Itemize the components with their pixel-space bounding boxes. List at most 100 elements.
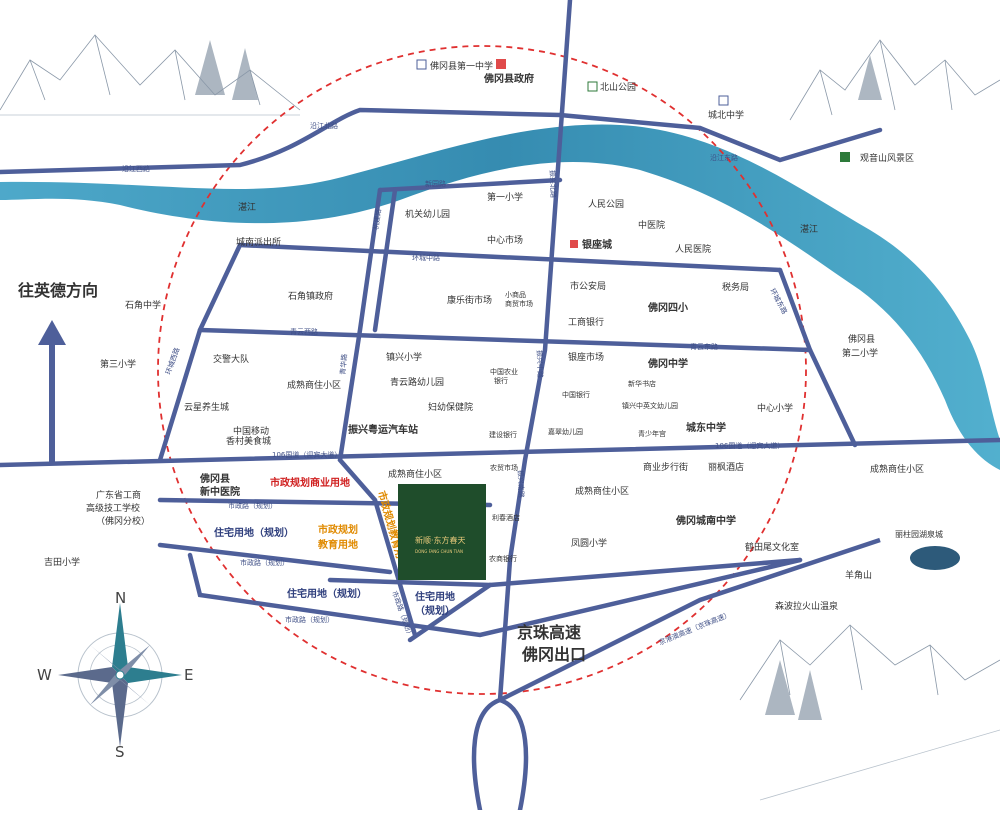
project-site[interactable] <box>398 484 486 580</box>
poi-bus-station: 振兴粤运汽车站 <box>348 423 418 436</box>
poi-senbo: 森波拉火山温泉 <box>775 600 838 612</box>
poi-qingyun-kg: 青云路幼儿园 <box>390 376 444 388</box>
road-label-yanjiang-bei: 沿江北路 <box>310 121 338 130</box>
poi-shijiao-gov: 石角镇政府 <box>288 290 333 302</box>
poi-fengyuan: 凤圆小学 <box>571 537 607 549</box>
tree-icon <box>840 152 850 162</box>
poi-school1: 佛冈县第一中学 <box>430 60 493 72</box>
poi-xiaoshangpin2: 商贸市场 <box>505 299 533 308</box>
poi-chengshu-xq: 成熟商住小区 <box>287 379 341 391</box>
expressway-exit-line2: 佛冈出口 <box>521 645 586 664</box>
lake-icon <box>910 546 960 570</box>
road-label-shizheng-2: 市政路（规划） <box>240 558 289 567</box>
expressway <box>498 537 881 703</box>
road-label-yanjiang-xi: 沿江西路 <box>122 164 150 173</box>
poi-fogang-xinzhong2: 新中医院 <box>200 485 240 498</box>
poi-fogang-chengnan: 佛冈城南中学 <box>675 514 736 527</box>
plan-residential-1: 住宅用地（规划） <box>214 526 294 539</box>
road-label-g106-right: 106国道（迎宾大道） <box>715 441 784 450</box>
poi-fogang-xinzhong: 佛冈县 <box>199 472 230 485</box>
radius-circle <box>157 45 807 695</box>
poi-youth-palace: 青少年宫 <box>638 429 666 438</box>
poi-city-police: 市公安局 <box>570 280 606 292</box>
road-label-qingyun-xi: 青云西路 <box>290 327 318 336</box>
plan-residential-3b: （规划） <box>415 604 455 617</box>
plan-residential-3a: 住宅用地 <box>415 590 455 603</box>
poi-abc2: 银行 <box>494 376 508 385</box>
river-label-right: 湛江 <box>800 224 818 235</box>
compass-n: N <box>115 589 126 607</box>
poi-school-first-primary: 第一小学 <box>487 191 523 203</box>
poi-yangjiao: 羊角山 <box>845 569 872 581</box>
poi-fogang4: 佛冈四小 <box>647 301 688 314</box>
poi-traffic: 交警大队 <box>213 353 249 365</box>
poi-chengshu-xq4: 成熟商住小区 <box>575 485 629 497</box>
mountain-illustration-top-left <box>0 34 301 116</box>
poi-no3-primary: 第三小学 <box>100 358 136 370</box>
poi-yinzuo: 银座城 <box>582 238 612 251</box>
poi-fogang-second: 佛冈县 <box>848 333 875 345</box>
poi-center-primary: 中心小学 <box>757 402 793 414</box>
direction-arrow-icon <box>38 320 66 462</box>
project-subtitle: DONG FANG CHUN TIAN <box>415 549 463 554</box>
tree-illustration-top-right <box>858 55 882 100</box>
poi-gdjx3: （佛冈分校） <box>96 515 150 527</box>
poi-tcm: 中医院 <box>638 219 665 231</box>
poi-people-park: 人民公园 <box>588 199 624 210</box>
poi-gdjx2: 高级技工学校 <box>86 502 140 514</box>
poi-zhenxing-primary: 镇兴小学 <box>386 351 422 363</box>
poi-jiguan-kg: 机关幼儿园 <box>405 208 450 220</box>
poi-lifeng: 丽枫酒店 <box>708 461 744 473</box>
school-icon <box>718 95 729 106</box>
school-icon <box>416 59 427 70</box>
river <box>0 124 1000 470</box>
tree-illustration-top-left <box>195 40 258 100</box>
poi-heyuan: 鹤田尾文化室 <box>745 541 799 553</box>
poi-mingming: 镇兴中英文幼儿园 <box>622 401 678 410</box>
road-label-g106-left: 106国道（迎宾大道） <box>272 450 341 459</box>
poi-chengbei-mid: 城北中学 <box>708 109 744 121</box>
compass-s: S <box>115 743 125 761</box>
compass-e: E <box>184 666 193 684</box>
poi-rural-bank: 农商银行 <box>489 554 517 563</box>
government-icon <box>496 59 506 69</box>
poi-nongmao: 农贸市场 <box>490 463 518 472</box>
poi-kangle-market: 康乐街市场 <box>447 294 492 306</box>
poi-xiaoshangpin: 小商品 <box>505 290 526 299</box>
poi-abc: 中国农业 <box>490 367 518 376</box>
poi-chengdong: 城东中学 <box>686 421 726 434</box>
tree-illustration-bottom-right <box>765 660 822 720</box>
poi-tax: 税务局 <box>722 281 749 293</box>
road-label-huancheng-xi: 环城西路 <box>163 346 181 375</box>
road-label-xinyuan: 新园路 <box>425 179 446 188</box>
poi-yinzuo-market: 银座市场 <box>568 351 604 363</box>
poi-chengnan-police: 城南派出所 <box>236 236 281 248</box>
poi-xinhua: 新华书店 <box>628 379 656 388</box>
poi-mobile: 中国移动 <box>233 425 269 437</box>
poi-gov: 佛冈县政府 <box>483 72 534 85</box>
poi-zhongxin-market: 中心市场 <box>487 234 523 246</box>
road-label-zhenxing-nan: 振兴南路 <box>516 470 526 498</box>
road-label-shizheng-3: 市政路（规划） <box>285 615 334 624</box>
mountain-illustration-top-right <box>789 39 1000 121</box>
mountain-illustration-bottom-right <box>739 624 1000 801</box>
poi-people-hospital: 人民医院 <box>675 243 711 255</box>
road-label-zhenxing-bei: 振兴北路 <box>548 170 558 198</box>
poi-lizhuang: 丽柱园湖泉城 <box>895 529 943 539</box>
poi-yunxing: 云星养生城 <box>184 401 229 413</box>
poi-icbc: 工商银行 <box>568 316 604 328</box>
river-label-left: 湛江 <box>238 202 256 213</box>
poi-fogang-second2: 第二小学 <box>842 347 878 359</box>
road-label-jijian: 机建路 <box>371 208 383 230</box>
expressway-exit-line1: 京珠高速 <box>517 623 581 642</box>
poi-chengshu-xq3: 成熟商住小区 <box>870 463 924 475</box>
plan-education-1: 市政规划 <box>318 523 358 536</box>
poi-shangye-street: 商业步行街 <box>643 461 688 473</box>
poi-lichun-hotel: 利春酒店 <box>492 513 520 522</box>
poi-guanyinshan: 观音山风景区 <box>860 152 914 164</box>
road-label-qingyun-dong: 青云东路 <box>690 342 718 351</box>
compass-w: W <box>37 666 52 684</box>
